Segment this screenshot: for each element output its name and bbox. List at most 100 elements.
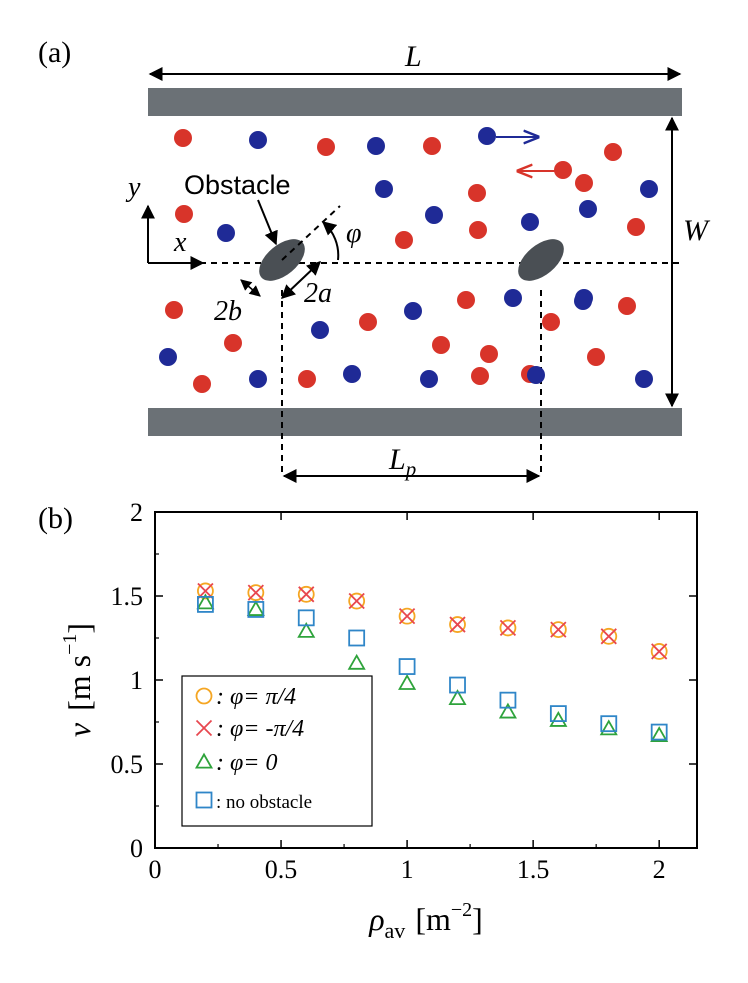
data-point-square	[197, 596, 214, 613]
y-tick-label: 1.5	[111, 582, 144, 611]
x-tick-label: 2	[653, 855, 666, 884]
red-pedestrian	[542, 313, 560, 331]
blue-pedestrian	[640, 180, 658, 198]
data-point-square	[297, 609, 315, 627]
blue-pedestrian	[159, 348, 177, 366]
red-pedestrian	[175, 205, 193, 223]
data-point-square	[398, 658, 416, 675]
red-pedestrian	[457, 291, 475, 309]
data-point-circle	[549, 621, 567, 638]
top-wall	[148, 88, 682, 116]
x-tick-label: 1	[401, 855, 414, 884]
panel-a: (a) L W y x Obstacle φ 2b 2a	[38, 36, 711, 483]
x-tick-label: 0	[149, 855, 162, 884]
legend-marker-cross	[195, 719, 213, 737]
blue-pedestrian	[217, 224, 235, 242]
red-pedestrian	[423, 137, 441, 155]
series-cross	[197, 582, 668, 660]
red-pedestrian	[575, 174, 593, 192]
red-pedestrian	[469, 221, 487, 239]
y-axis-label: v[m s−1]	[59, 623, 97, 737]
data-point-triangle	[498, 702, 517, 719]
y-tick-label: 1	[130, 666, 143, 695]
data-point-square	[499, 691, 517, 709]
data-point-triangle	[650, 726, 669, 742]
legend-box	[181, 675, 373, 827]
data-point-triangle	[297, 621, 316, 638]
legend-marker-circle	[195, 687, 213, 705]
data-point-cross	[398, 608, 416, 625]
bottom-wall	[148, 408, 682, 436]
major-axis-label: 2a	[304, 278, 332, 309]
blue-pedestrian	[375, 180, 393, 198]
legend-label: : φ= 0	[216, 750, 277, 776]
red-pedestrian	[468, 184, 486, 202]
data-point-cross	[348, 592, 365, 610]
length-label: L	[404, 40, 422, 73]
y-tick-label: 2	[130, 498, 143, 527]
blue-pedestrian	[311, 321, 329, 339]
blue-pedestrian	[504, 289, 522, 307]
axis-y-label: y	[125, 172, 141, 203]
spacing-label: Lp	[388, 443, 416, 481]
red-pedestrian	[193, 375, 211, 393]
blue-pedestrian	[574, 292, 592, 310]
red-pedestrian	[174, 129, 192, 147]
red-pedestrian	[317, 138, 335, 156]
obstacle-2	[518, 239, 564, 281]
blue-pedestrian	[249, 131, 267, 149]
data-point-cross	[247, 584, 264, 601]
minor-axis-arrow	[240, 279, 261, 297]
axis-x-label: x	[173, 227, 187, 258]
red-pedestrian	[224, 334, 242, 352]
red-pedestrian	[395, 231, 413, 249]
data-point-circle	[398, 607, 416, 625]
red-pedestrian	[618, 297, 636, 315]
blue-pedestrian	[579, 200, 597, 218]
obstacle-label: Obstacle	[184, 170, 291, 200]
x-tick-label: 1.5	[517, 855, 550, 884]
data-point-circle	[600, 627, 618, 645]
legend-label: : φ= -π/4	[216, 716, 304, 742]
legend-marker-square	[195, 791, 213, 809]
data-point-square	[247, 601, 265, 618]
data-point-circle	[348, 592, 366, 610]
width-label: W	[683, 214, 711, 247]
data-point-square	[348, 629, 366, 647]
data-point-circle	[499, 619, 517, 637]
minor-axis-label: 2b	[214, 296, 242, 327]
blue-pedestrian	[425, 206, 443, 224]
data-point-triangle	[448, 689, 467, 706]
red-pedestrian	[165, 301, 183, 319]
data-point-cross	[449, 616, 466, 633]
data-point-cross	[550, 621, 567, 638]
series-square	[197, 596, 668, 741]
data-point-triangle	[196, 593, 215, 610]
data-point-cross	[651, 643, 668, 660]
red-pedestrian	[298, 370, 316, 388]
red-pedestrian	[587, 348, 605, 366]
legend: : φ= π/4: φ= -π/4: φ= 0: no obstacle	[181, 675, 373, 827]
data-point-cross	[298, 586, 315, 603]
legend-marker-triangle	[194, 752, 214, 769]
red-pedestrian	[359, 313, 377, 331]
blue-pedestrian	[478, 127, 496, 145]
major-axis-line	[281, 205, 341, 261]
data-point-triangle	[347, 653, 366, 670]
legend-label: : no obstacle	[216, 792, 312, 813]
data-point-square	[449, 676, 466, 694]
blue-pedestrian	[343, 365, 361, 383]
angle-arc	[321, 221, 340, 261]
red-pedestrian	[480, 345, 498, 363]
x-tick-label: 0.5	[265, 855, 298, 884]
data-point-circle	[650, 643, 668, 660]
data-point-circle	[297, 585, 315, 603]
series-circle	[197, 582, 668, 660]
red-pedestrian	[604, 143, 622, 161]
data-point-triangle	[599, 719, 618, 736]
red-pedestrian	[554, 161, 572, 179]
data-point-cross	[600, 628, 617, 645]
